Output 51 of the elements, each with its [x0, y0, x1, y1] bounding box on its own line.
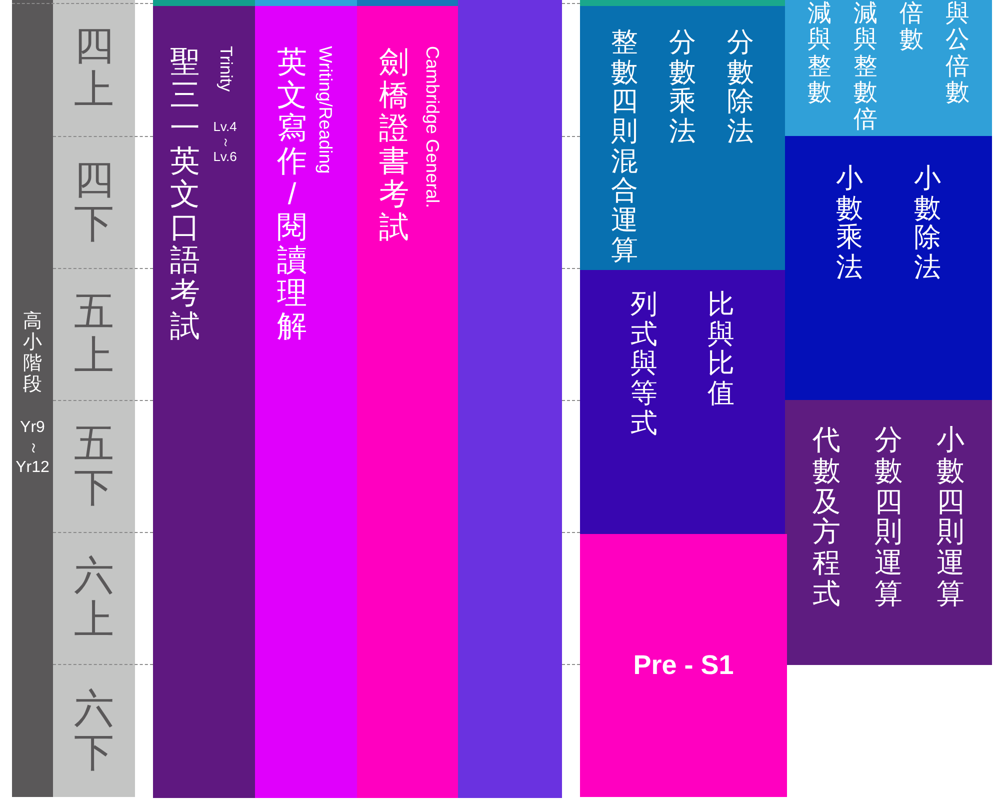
term-label: 四上 — [74, 24, 114, 112]
level-range: Lv.4 ～ Lv.6 — [212, 120, 238, 165]
course-column — [153, 6, 255, 798]
term-label: 四下 — [74, 158, 114, 246]
topic-label: 減與整數倍 — [854, 1, 878, 133]
topic-label: 分數四則運算 — [874, 425, 902, 610]
stage-label: 高小階段 — [23, 312, 42, 396]
topic-label: 整數四則混合運算 — [611, 28, 638, 266]
topic-label: 代數及方程式 — [812, 425, 840, 610]
course-title: 劍橋證書考試 — [379, 46, 409, 244]
course-title: 聖三一英文口語考試 — [170, 46, 200, 343]
term-cell — [53, 0, 135, 136]
color-strip — [357, 0, 458, 6]
term-label: 六下 — [74, 686, 114, 774]
year-range: Yr9 ～ Yr12 — [14, 418, 50, 478]
level-label: Pre - S1 — [633, 649, 734, 682]
course-column — [458, 0, 562, 798]
topic-label: 分數乘法 — [669, 28, 696, 147]
course-column — [357, 6, 458, 798]
term-cell — [53, 664, 135, 797]
term-label: 五上 — [74, 290, 114, 378]
course-subtitle: Cambridge General. — [422, 46, 443, 208]
course-subtitle: Writing/Reading — [315, 46, 336, 174]
course-column — [255, 6, 357, 798]
topic-box — [785, 400, 992, 665]
topic-box — [785, 136, 992, 400]
term-label: 六上 — [74, 554, 114, 642]
topic-label: 列式與等式 — [630, 290, 658, 438]
topic-label: 減與整數 — [808, 1, 832, 107]
term-cell — [53, 268, 135, 400]
course-subtitle: Trinity — [216, 46, 236, 92]
level-box — [580, 534, 787, 797]
course-title: 英文寫作 / 閱讀理解 — [277, 46, 307, 343]
topic-label: 倍數 — [900, 1, 924, 54]
topic-box — [580, 6, 785, 270]
stage-column — [12, 0, 53, 797]
topic-label: 小數除法 — [914, 164, 941, 283]
topic-label: 小數四則運算 — [936, 425, 964, 610]
color-strip — [153, 0, 255, 6]
term-cell — [53, 136, 135, 268]
color-strip — [580, 0, 785, 6]
topic-label: 比與比值 — [708, 290, 734, 409]
topic-label: 小數乘法 — [836, 164, 863, 283]
term-label: 五下 — [74, 422, 114, 510]
color-strip — [255, 0, 357, 6]
topic-label: 與公倍數 — [946, 1, 970, 107]
topic-label: 分數除法 — [727, 28, 754, 147]
topic-box — [785, 0, 992, 136]
term-cell — [53, 400, 135, 532]
term-cell — [53, 532, 135, 664]
topic-box — [580, 270, 785, 534]
